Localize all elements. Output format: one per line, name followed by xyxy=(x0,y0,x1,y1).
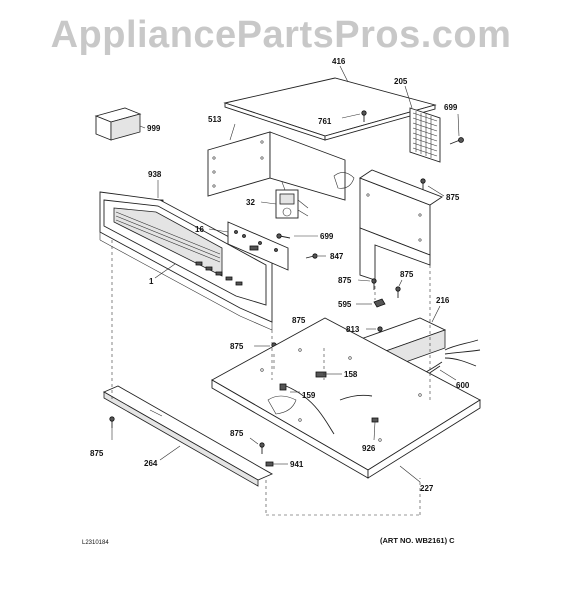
part-941-clip xyxy=(265,461,288,467)
label-813: 813 xyxy=(346,325,360,334)
label-600: 600 xyxy=(456,381,470,390)
drawing-code: L2310184 xyxy=(82,540,109,546)
screw-699-middle xyxy=(276,233,318,239)
label-416: 416 xyxy=(332,57,346,66)
art-number: (ART NO. WB2161) C xyxy=(380,536,455,545)
label-926: 926 xyxy=(362,444,376,453)
part-1-control-panel xyxy=(99,191,273,331)
label-227: 227 xyxy=(420,484,434,493)
screw-847 xyxy=(305,253,326,259)
part-999-box xyxy=(94,107,146,141)
alignment-lines xyxy=(111,240,431,516)
part-264-trim-bar xyxy=(102,385,274,487)
screw-761 xyxy=(341,110,367,122)
part-32-fan-motor xyxy=(260,181,309,219)
label-875-left: 875 xyxy=(230,342,244,351)
part-16-control-board xyxy=(208,221,289,271)
label-875-mid-b: 875 xyxy=(400,270,414,279)
label-999: 999 xyxy=(147,124,161,133)
label-699-upper: 699 xyxy=(444,103,458,112)
part-205-vent-grill xyxy=(404,85,441,163)
label-941: 941 xyxy=(290,460,304,469)
screw-875-upper-right xyxy=(420,178,445,197)
label-699-middle: 699 xyxy=(320,232,334,241)
label-875-center: 875 xyxy=(292,316,306,325)
label-159: 159 xyxy=(302,391,316,400)
screw-699-upper xyxy=(449,113,464,145)
label-875-mid-a: 875 xyxy=(338,276,352,285)
watermark-text: AppliancePartsPros.com xyxy=(50,14,512,56)
label-875-bottom: 875 xyxy=(230,429,244,438)
part-595-clip xyxy=(356,298,386,308)
screw-875-mid-b xyxy=(395,279,403,298)
label-513: 513 xyxy=(208,115,222,124)
enclosure-side-panel xyxy=(359,169,443,281)
screw-875-bottom-left xyxy=(109,416,115,440)
part-416-top-panel xyxy=(223,65,437,141)
part-159-switch xyxy=(267,383,373,435)
part-513-back-panel xyxy=(207,123,355,201)
label-1: 1 xyxy=(149,277,154,286)
part-labels: 999 513 416 205 699 761 875 938 32 16 69… xyxy=(90,57,470,493)
label-216: 216 xyxy=(436,296,450,305)
label-205: 205 xyxy=(394,77,408,86)
part-227-base-tray xyxy=(211,317,481,483)
label-875-bottom-left: 875 xyxy=(90,449,104,458)
label-264: 264 xyxy=(144,459,158,468)
part-158-sensor xyxy=(315,371,342,378)
label-761: 761 xyxy=(318,117,332,126)
label-32: 32 xyxy=(246,198,255,207)
label-158: 158 xyxy=(344,370,358,379)
label-875-upper-right: 875 xyxy=(446,193,460,202)
part-926-bracket xyxy=(371,417,379,441)
label-16: 16 xyxy=(195,225,204,234)
screw-875-bottom xyxy=(249,437,265,454)
screw-875-mid-a xyxy=(357,278,377,290)
label-847: 847 xyxy=(330,252,344,261)
label-938: 938 xyxy=(148,170,162,179)
label-595: 595 xyxy=(338,300,352,309)
